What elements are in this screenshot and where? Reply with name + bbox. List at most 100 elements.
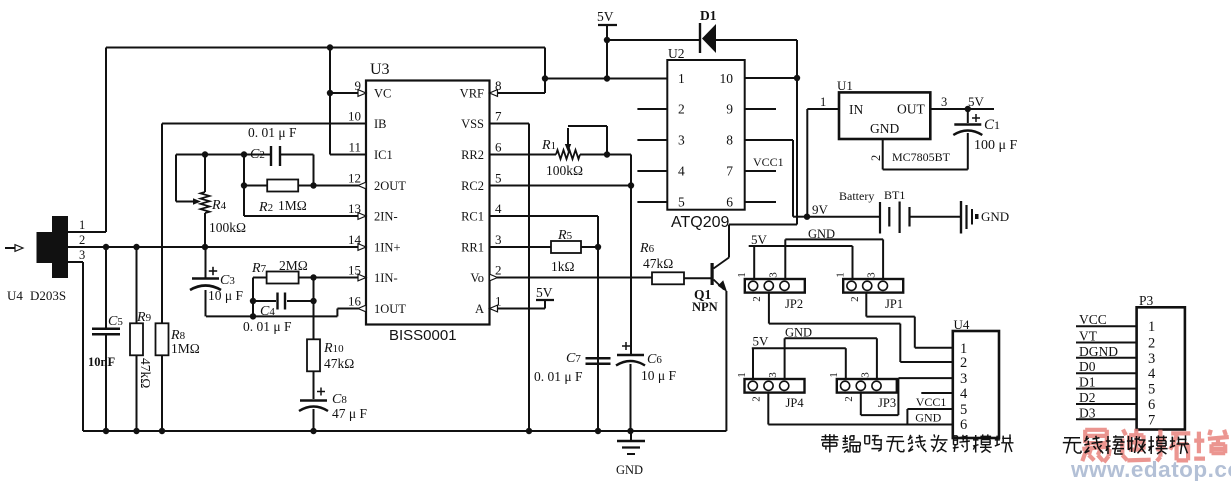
- svg-text:GND: GND: [870, 121, 899, 136]
- svg-text:8: 8: [495, 78, 502, 93]
- svg-text:P3: P3: [1139, 293, 1154, 308]
- svg-text:IC1: IC1: [374, 148, 393, 162]
- svg-text:U2: U2: [668, 46, 685, 61]
- svg-text:3: 3: [495, 232, 502, 247]
- svg-text:1: 1: [678, 71, 685, 86]
- svg-text:12: 12: [348, 171, 361, 186]
- svg-text:D203S: D203S: [30, 288, 66, 303]
- svg-text:3: 3: [941, 95, 947, 109]
- svg-text:10 μ F: 10 μ F: [208, 288, 243, 303]
- svg-text:IN: IN: [849, 102, 863, 117]
- svg-text:10 μ F: 10 μ F: [641, 368, 676, 383]
- svg-text:10nF: 10nF: [88, 355, 115, 369]
- svg-text:JP3: JP3: [878, 396, 896, 410]
- svg-text:MC7805BT: MC7805BT: [892, 150, 951, 164]
- svg-text:100kΩ: 100kΩ: [546, 163, 583, 178]
- svg-text:3: 3: [79, 248, 85, 262]
- svg-text:C1: C1: [984, 117, 1000, 133]
- svg-text:1IN+: 1IN+: [374, 241, 401, 255]
- svg-text:R9: R9: [136, 310, 152, 325]
- svg-text:U1: U1: [837, 78, 853, 93]
- svg-text:4: 4: [678, 164, 685, 179]
- svg-text:2: 2: [678, 102, 685, 117]
- svg-text:2IN-: 2IN-: [374, 210, 398, 224]
- svg-text:BT1: BT1: [884, 188, 905, 202]
- svg-text:7: 7: [1148, 412, 1155, 428]
- svg-text:5V: 5V: [753, 334, 770, 349]
- svg-text:1: 1: [960, 341, 967, 357]
- svg-text:GND: GND: [808, 227, 835, 241]
- svg-text:4: 4: [495, 201, 502, 216]
- svg-text:JP2: JP2: [785, 297, 803, 311]
- svg-text:IB: IB: [374, 117, 387, 131]
- svg-text:0. 01 μ F: 0. 01 μ F: [243, 319, 292, 334]
- svg-text:RR2: RR2: [461, 148, 484, 162]
- svg-text:1kΩ: 1kΩ: [551, 259, 575, 274]
- svg-text:1: 1: [835, 272, 847, 278]
- svg-text:R7: R7: [251, 261, 267, 276]
- svg-text:D2: D2: [1079, 390, 1096, 405]
- svg-text:www.edatop.com: www.edatop.com: [1070, 457, 1231, 481]
- svg-text:R8: R8: [170, 328, 186, 343]
- svg-text:R4: R4: [211, 198, 227, 213]
- svg-text:JP4: JP4: [786, 396, 805, 410]
- svg-text:R2: R2: [258, 200, 273, 215]
- svg-text:0. 01 μ F: 0. 01 μ F: [248, 125, 297, 140]
- svg-text:100 μ F: 100 μ F: [974, 138, 1018, 153]
- svg-text:GND: GND: [915, 411, 941, 425]
- svg-text:2: 2: [1148, 336, 1155, 352]
- svg-text:VC: VC: [374, 87, 391, 101]
- svg-text:C7: C7: [566, 351, 581, 366]
- svg-text:1: 1: [820, 95, 826, 109]
- svg-text:D1: D1: [700, 8, 717, 23]
- svg-text:7: 7: [495, 109, 502, 124]
- svg-text:4: 4: [960, 386, 968, 402]
- svg-text:11: 11: [348, 140, 361, 155]
- svg-text:1MΩ: 1MΩ: [171, 341, 200, 356]
- svg-text:3: 3: [678, 133, 685, 148]
- svg-text:1OUT: 1OUT: [374, 302, 406, 316]
- svg-text:RC1: RC1: [461, 210, 484, 224]
- svg-text:5V: 5V: [751, 232, 768, 247]
- svg-text:47kΩ: 47kΩ: [138, 358, 153, 388]
- svg-text:2: 2: [79, 233, 85, 247]
- svg-text:10: 10: [348, 109, 361, 124]
- svg-text:47kΩ: 47kΩ: [324, 356, 354, 371]
- svg-text:R10: R10: [323, 341, 344, 356]
- svg-text:5V: 5V: [536, 285, 553, 300]
- svg-text:C3: C3: [220, 273, 235, 288]
- svg-text:VT: VT: [1079, 329, 1098, 344]
- svg-text:2: 2: [869, 155, 883, 161]
- svg-text:R6: R6: [639, 241, 655, 256]
- svg-text:1: 1: [495, 294, 502, 309]
- svg-text:5: 5: [1148, 382, 1155, 398]
- svg-text:5: 5: [495, 171, 502, 186]
- svg-text:4: 4: [1148, 366, 1156, 382]
- svg-text:6: 6: [1148, 397, 1155, 413]
- svg-text:1: 1: [79, 218, 85, 232]
- svg-text:2: 2: [751, 296, 763, 302]
- svg-text:7: 7: [726, 164, 733, 179]
- svg-text:1: 1: [1148, 319, 1155, 335]
- svg-text:3: 3: [859, 372, 871, 378]
- svg-text:9: 9: [726, 102, 733, 117]
- svg-text:2: 2: [843, 396, 855, 402]
- svg-text:DGND: DGND: [1079, 344, 1118, 359]
- svg-text:U3: U3: [370, 61, 390, 78]
- svg-text:BISS0001: BISS0001: [389, 327, 457, 344]
- svg-text:16: 16: [348, 294, 362, 309]
- svg-text:C2: C2: [250, 147, 265, 162]
- svg-text:9V: 9V: [812, 202, 829, 217]
- svg-text:6: 6: [495, 140, 502, 155]
- svg-text:0. 01 μ F: 0. 01 μ F: [534, 369, 583, 384]
- svg-text:VCC1: VCC1: [753, 155, 784, 169]
- svg-text:5: 5: [678, 195, 685, 210]
- svg-text:5V: 5V: [968, 94, 985, 109]
- svg-text:D1: D1: [1079, 375, 1096, 390]
- svg-text:2: 2: [495, 263, 502, 278]
- svg-text:VSS: VSS: [461, 117, 484, 131]
- svg-text:VCC: VCC: [1079, 312, 1107, 327]
- svg-text:9: 9: [355, 78, 362, 93]
- svg-text:6: 6: [726, 195, 733, 210]
- svg-text:NPN: NPN: [692, 300, 718, 314]
